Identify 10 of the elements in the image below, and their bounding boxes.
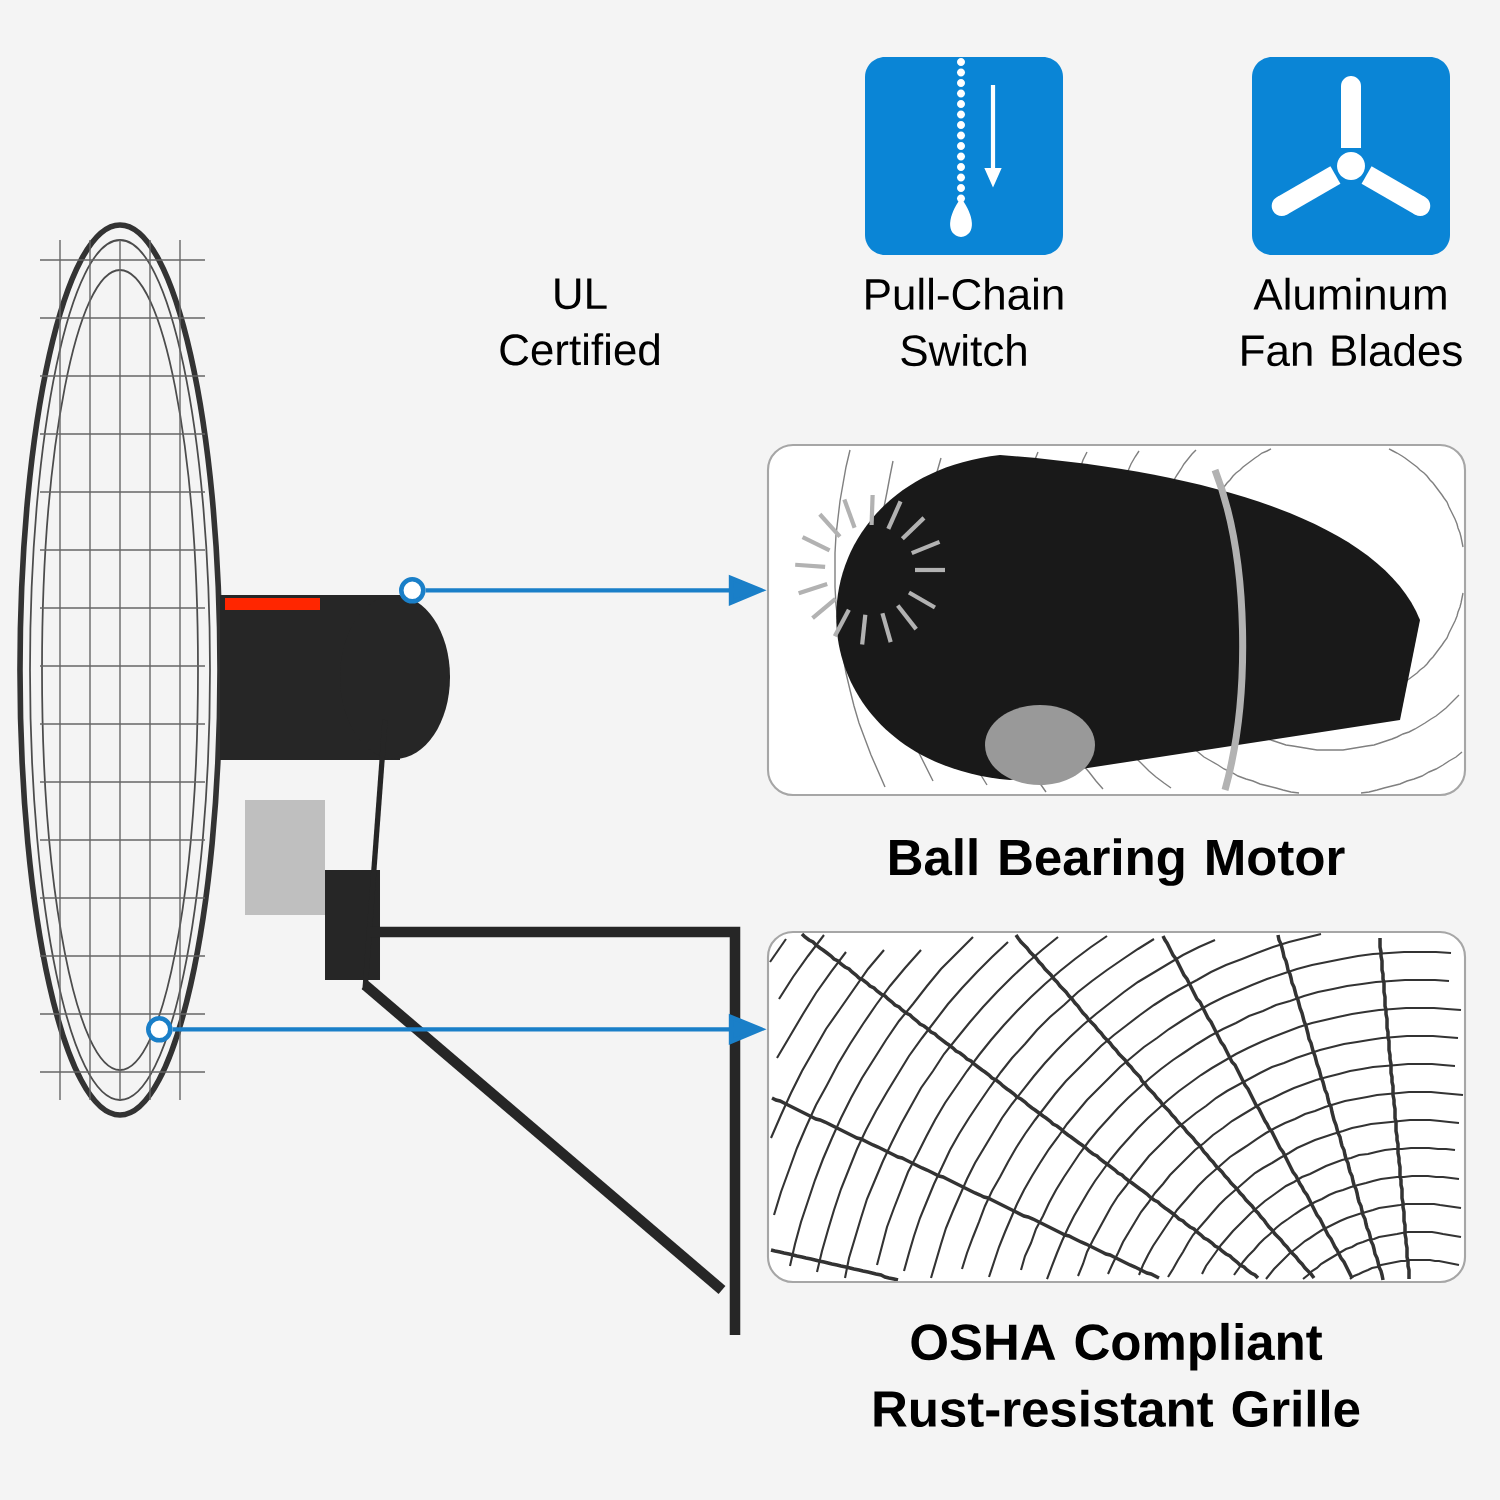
node-label: OSHA Compliant Rust-resistant Grille <box>874 1322 1360 1428</box>
fan-drawing <box>17 222 741 1335</box>
feature-tile: Pull-Chain Switch <box>865 57 1063 367</box>
node-label: Pull-Chain Switch <box>866 277 1063 367</box>
node-label: Aluminum Fan Blades <box>1242 277 1462 367</box>
leader-dot <box>399 577 426 604</box>
node-label: Ball Bearing Motor <box>890 838 1345 886</box>
leader-dot <box>146 1016 173 1043</box>
feature-tile: Aluminum Fan Blades <box>1242 57 1462 367</box>
product-photo: OSHA Compliant Rust-resistant Grille <box>766 930 1467 1428</box>
